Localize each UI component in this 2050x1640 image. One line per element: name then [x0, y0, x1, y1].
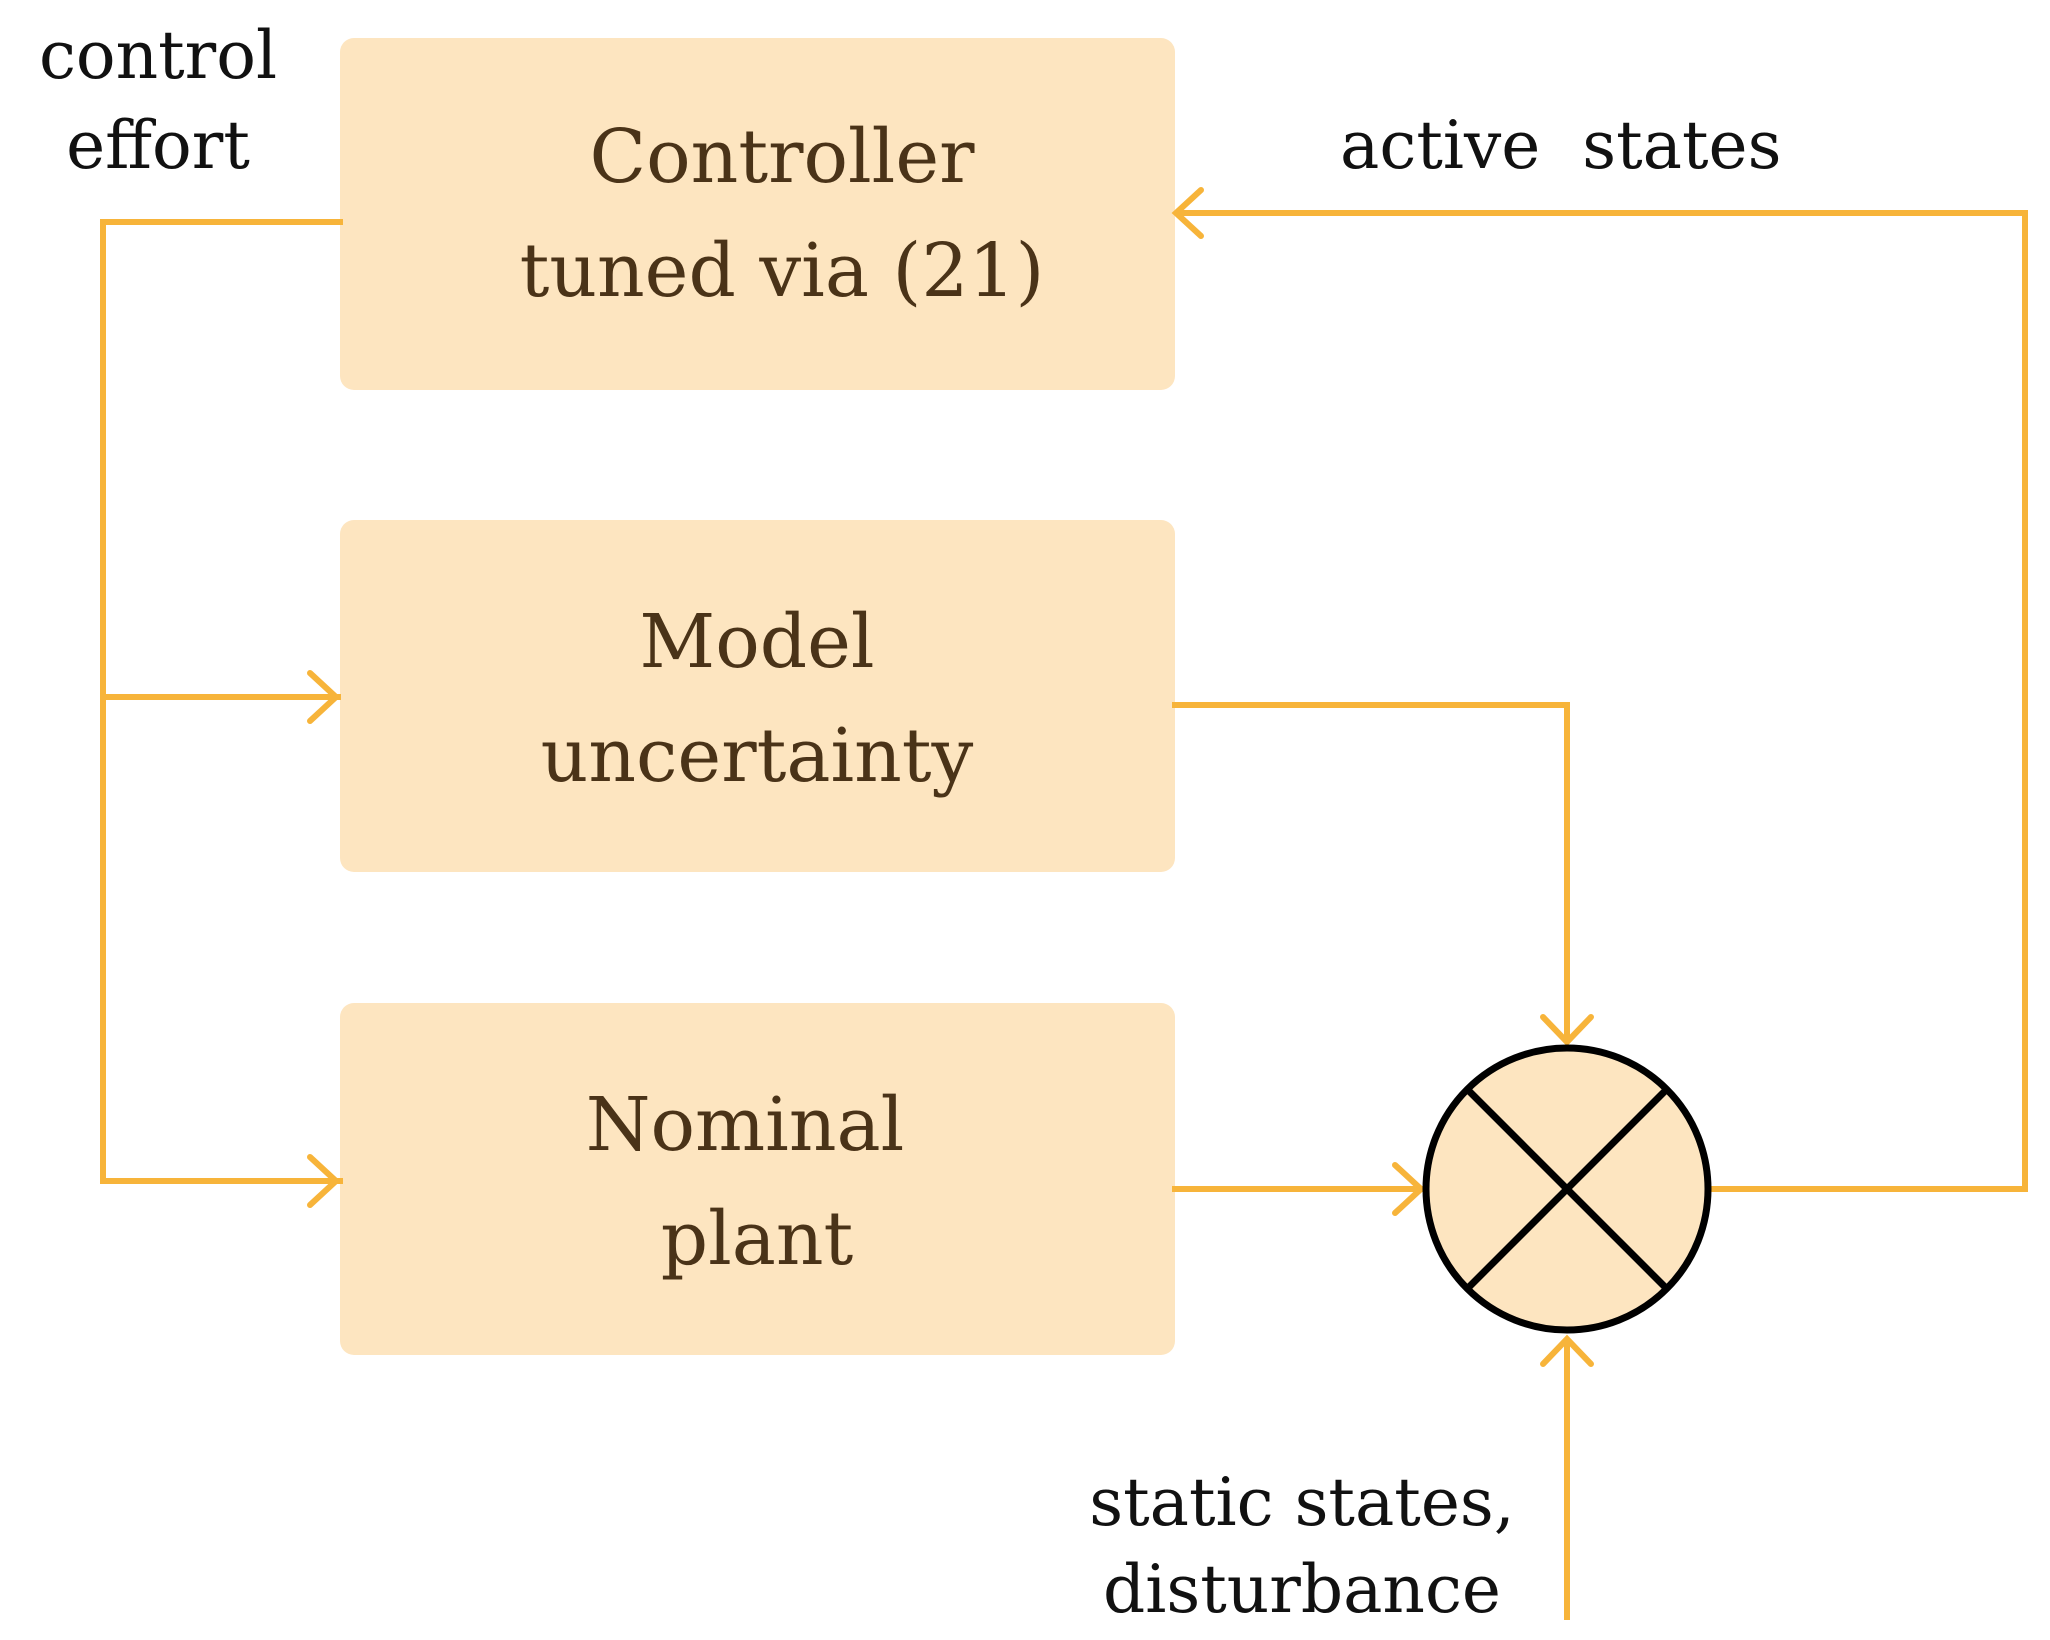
uncertainty-label-line2: uncertainty: [541, 713, 974, 799]
plant-label-line1: Nominal: [586, 1082, 905, 1168]
uncertainty-to-junction-wire: [1172, 702, 1570, 1043]
arrow-into-junction-top-icon: [1540, 1014, 1594, 1047]
control-effort-label-line1: control: [39, 17, 277, 94]
uncertainty-label-line1: Model: [639, 599, 874, 685]
active-states-feedback-wire: [1175, 210, 2028, 1192]
arrow-into-junction-bottom-icon: [1540, 1334, 1594, 1367]
static-states-label-line1: static states,: [1089, 1464, 1515, 1541]
controller-label-line2: tuned via (21): [520, 228, 1045, 314]
model-uncertainty-block: Model uncertainty: [340, 520, 1175, 872]
arrow-into-controller-icon: [1171, 187, 1204, 239]
static-states-label-line2: disturbance: [1103, 1551, 1501, 1628]
arrow-into-junction-left-icon: [1392, 1162, 1426, 1216]
signal-wires: [100, 210, 2028, 1620]
control-effort-label-line2: effort: [66, 107, 250, 184]
controller-label-line1: Controller: [590, 114, 976, 200]
active-states-label: active states: [1340, 107, 1781, 184]
controller-block: Controller tuned via (21): [340, 38, 1175, 390]
arrow-into-uncertainty-icon: [307, 670, 341, 724]
control-effort-wire: [100, 219, 343, 1184]
arrowheads: [307, 187, 1594, 1367]
nominal-plant-block: Nominal plant: [340, 1003, 1175, 1355]
plant-label-line2: plant: [661, 1196, 854, 1282]
junction-cross-line-b: [1464, 1086, 1670, 1292]
summing-junction: [1422, 1044, 1712, 1334]
arrow-into-plant-icon: [307, 1154, 341, 1208]
